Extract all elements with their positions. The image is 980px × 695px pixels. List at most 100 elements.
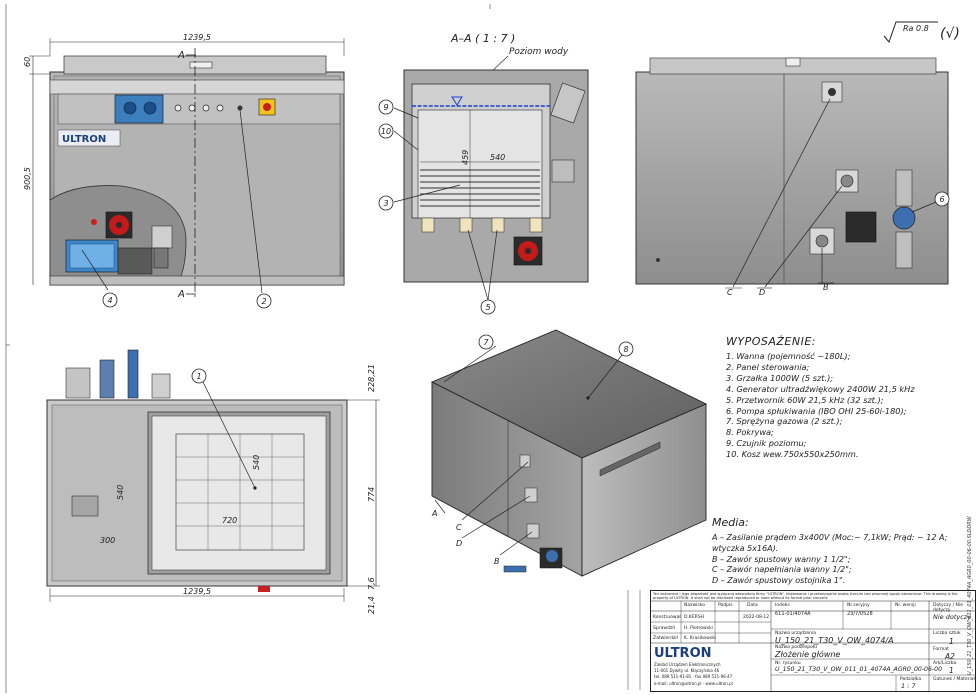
basket-grid: [175, 433, 305, 551]
tb-company-logo: ULTRON: [654, 646, 712, 661]
rear-letter-c: C: [727, 288, 733, 297]
section-title: A–A ( 1 : 7 ): [450, 32, 515, 45]
top-dim-bottom2: 7,6: [367, 577, 376, 590]
media-list: Media: A – Zasilanie prądem 3x400V (Moc:…: [712, 516, 974, 587]
media-item: D – Zawór spustowy ostojnika 1".: [712, 576, 846, 586]
top-dim-basket-w: 720: [222, 516, 237, 525]
iso-letter-b: B: [494, 557, 500, 566]
tb-val-checked: H. Piotrowski: [684, 626, 713, 631]
balloon-8: [618, 341, 634, 357]
tb-col-sign: Podpis: [718, 603, 733, 608]
equipment-item: 3. Grzałka 1000W (5 szt.);: [726, 372, 834, 383]
side-strip: U_150_21_T30_V_OW_011_01_4074A_AGR0_00-0…: [967, 515, 973, 675]
balloon-7-label: 7: [483, 338, 489, 347]
balloon-8-label: 8: [623, 345, 628, 354]
front-section-mark-bottom: A: [177, 289, 185, 300]
equipment-item: 5. Przetwornik 60W 21,5 kHz (32 szt.);: [726, 394, 884, 405]
top-dim-depth: 774: [367, 487, 376, 502]
equipment-item: 9. Czujnik poziomu;: [726, 438, 807, 449]
equipment-list: WYPOSAŻENIE: 1. Wanna (pojemność ~180L);…: [726, 335, 976, 460]
equipment-item: 2. Panel sterowania;: [726, 361, 810, 372]
balloon-10-label: 10: [381, 127, 391, 136]
tb-val-type: Nie dotyczy: [933, 613, 972, 621]
top-dim-top: 228,21: [367, 364, 376, 392]
rear-view: C D B 6: [635, 57, 950, 297]
tb-val-serial: 23/7/0528: [847, 611, 873, 617]
tb-lbl-format: Format: [933, 647, 949, 652]
surface-roughness-symbol: Ra 0.8 (√): [883, 21, 960, 43]
front-dim-width: 1239,5: [183, 33, 211, 42]
tb-company-tel: tel. 089 511-91-81 · fax 089 511-96-47: [654, 674, 733, 679]
tb-lbl-type: Dotyczy / Nie dotyczy: [933, 603, 963, 613]
balloon-3: [378, 195, 394, 211]
top-dim-width: 1239,5: [183, 587, 211, 596]
media-item: C – Zawór napełniania wanny 1/2";: [712, 565, 852, 575]
tb-company-mail: e-mail: ultron@ultron.pl · www.ultron.pl: [654, 681, 733, 686]
balloon-5: [480, 299, 496, 315]
iso-letter-a: A: [431, 509, 437, 518]
equipment-item: 6. Pompa spłukiwania (IBO OHI 25-60i-180…: [726, 405, 907, 416]
side-strip-text: U_150_21_T30_V_OW_011_01_4074A_AGR0_00-0…: [967, 515, 973, 675]
balloon-1: [191, 368, 207, 384]
equipment-items: 1. Wanna (pojemność ~180L); 2. Panel ste…: [726, 351, 976, 460]
front-ultron-logo: ULTRON: [62, 134, 106, 145]
top-dim-basket-h: 540: [252, 455, 261, 470]
top-dim-left-w: 300: [100, 536, 115, 545]
balloon-10: [378, 123, 394, 139]
balloon-4-label: 4: [107, 296, 112, 305]
section-dim-w: 540: [490, 153, 505, 162]
equipment-item: 1. Wanna (pojemność ~180L);: [726, 351, 851, 361]
balloon-6: [934, 191, 950, 207]
tb-val-date: 2022-08-12: [743, 615, 770, 620]
tb-val-format: A2: [945, 652, 955, 661]
roughness-label: Ra 0.8: [903, 24, 929, 33]
iso-letter-d: D: [456, 539, 462, 548]
tb-lbl-device: Nazwa urządzenia: [775, 631, 817, 636]
top-dim-bottom: 21,4: [367, 596, 376, 614]
left-edge-notes: [627, 590, 641, 690]
tb-lbl-qty: Liczba sztuk: [933, 631, 961, 636]
balloon-7: [478, 334, 494, 350]
balloon-4: [102, 292, 118, 308]
tb-lbl-serial: Nr.seryjny: [847, 603, 870, 608]
tb-lbl-designer: Konstruował: [653, 615, 681, 620]
roughness-paren: (√): [940, 26, 960, 42]
tb-lbl-approved: Zatwierdził: [653, 636, 678, 641]
balloon-9-label: 9: [383, 103, 388, 112]
balloon-2-label: 2: [261, 297, 266, 306]
balloon-9: [378, 99, 394, 115]
equipment-item: 8. Pokrywa;: [726, 427, 774, 438]
tb-val-subassy: Złożenie główne: [775, 650, 841, 659]
tb-val-qty: 1: [949, 637, 954, 646]
front-view: 1239,5 900,5 60 ULTRON: [23, 33, 345, 309]
iso-letter-c: C: [456, 523, 462, 532]
heater-rods: [420, 169, 540, 207]
isometric-view: 7 8 A C D B: [430, 329, 708, 577]
tb-val-approved: K. Krasikowski: [684, 636, 717, 641]
tb-company-addr: 11-001 Dywity ul. Kłączyńska 46: [654, 668, 720, 673]
tb-lbl-checked: Sprawdził: [653, 626, 675, 631]
tb-col-date: Data: [747, 603, 758, 608]
tb-val-device: U_150_21_T30_V_OW_4074/A: [775, 636, 894, 645]
tb-lbl-scale: Podziałka: [900, 677, 922, 682]
front-dim-top: 60: [23, 57, 32, 67]
tb-lbl-subassy: Nazwa podzespołu: [775, 645, 818, 650]
rear-letter-b: B: [823, 283, 829, 292]
equipment-item: 4. Generator ultradźwiękowy 2400W 21,5 k…: [726, 383, 915, 394]
tb-lbl-index: Indeks: [775, 603, 790, 608]
front-section-mark-top: A: [177, 50, 185, 61]
equipment-title: WYPOSAŻENIE:: [726, 335, 817, 348]
tb-lbl-material: Gatunek / Materiał: [933, 677, 975, 682]
top-view: 1239,5 774 228,21 21,4 7,6 720 540 300 5…: [46, 349, 380, 614]
media-title: Media:: [712, 516, 749, 529]
balloon-1-label: 1: [196, 372, 201, 381]
title-block-note: Ten dokument i jego zawartość jest wyłąc…: [653, 592, 958, 601]
tb-val-designer: D.KERSH: [684, 615, 705, 620]
tb-val-sheet: 1: [949, 666, 954, 675]
rear-letter-d: D: [759, 288, 765, 297]
section-view: A–A ( 1 : 7 ) Poziom wody 540 459: [378, 32, 589, 315]
section-dim-h: 459: [461, 150, 470, 165]
balloon-3-label: 3: [383, 199, 388, 208]
media-item: B – Zawór spustowy wanny 1 1/2";: [712, 554, 851, 564]
